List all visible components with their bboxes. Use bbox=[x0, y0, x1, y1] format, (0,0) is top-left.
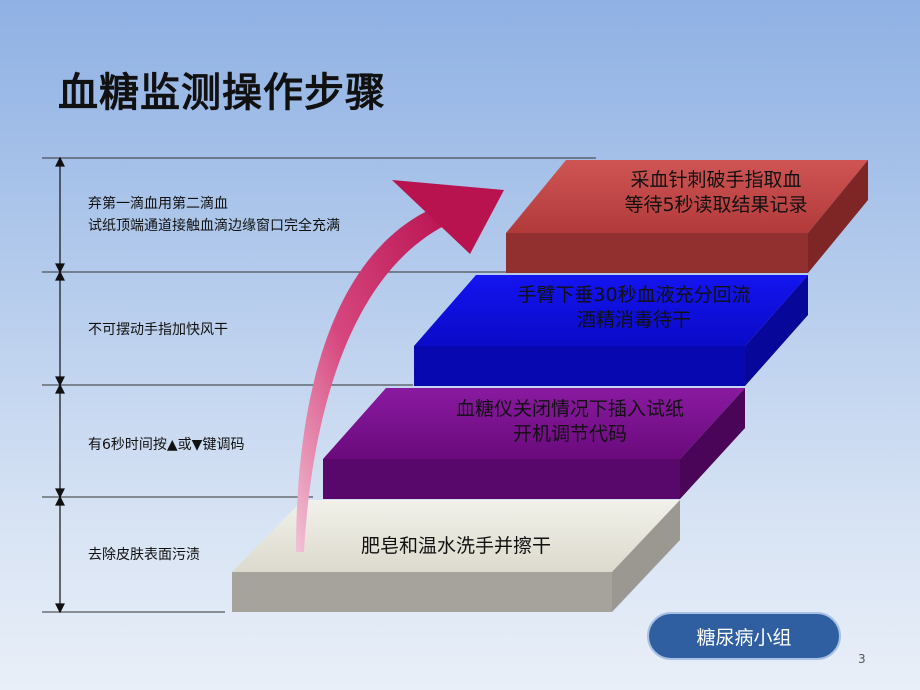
step-4-block bbox=[506, 160, 868, 273]
note-step-4: 弃第一滴血用第二滴血 试纸顶端通道接触血滴边缘窗口完全充满 bbox=[88, 196, 340, 234]
step-4-label: 采血针刺破手指取血 等待5秒读取结果记录 bbox=[624, 169, 808, 216]
group-badge: 糖尿病小组 bbox=[647, 612, 841, 660]
step-2-label: 血糖仪关闭情况下插入试纸 开机调节代码 bbox=[455, 398, 684, 445]
curved-arrow-icon bbox=[296, 180, 504, 552]
note-step-1: 去除皮肤表面污渍 bbox=[88, 547, 200, 563]
slide-title: 血糖监测操作步骤 bbox=[58, 70, 386, 116]
note-step-3: 不可摆动手指加快风干 bbox=[88, 322, 228, 338]
step-2-block bbox=[323, 388, 745, 499]
note-step-2: 有6秒时间按▲或▼键调码 bbox=[88, 437, 245, 453]
guide-lines bbox=[42, 157, 596, 613]
dimension-arrows bbox=[55, 156, 65, 614]
step-1-block bbox=[232, 500, 680, 612]
step-3-label: 手臂下垂30秒血液充分回流 酒精消毒待干 bbox=[517, 284, 751, 331]
page-number: 3 bbox=[858, 652, 866, 666]
step-1-label: 肥皂和温水洗手并擦干 bbox=[360, 535, 551, 557]
step-3-block bbox=[414, 275, 808, 386]
